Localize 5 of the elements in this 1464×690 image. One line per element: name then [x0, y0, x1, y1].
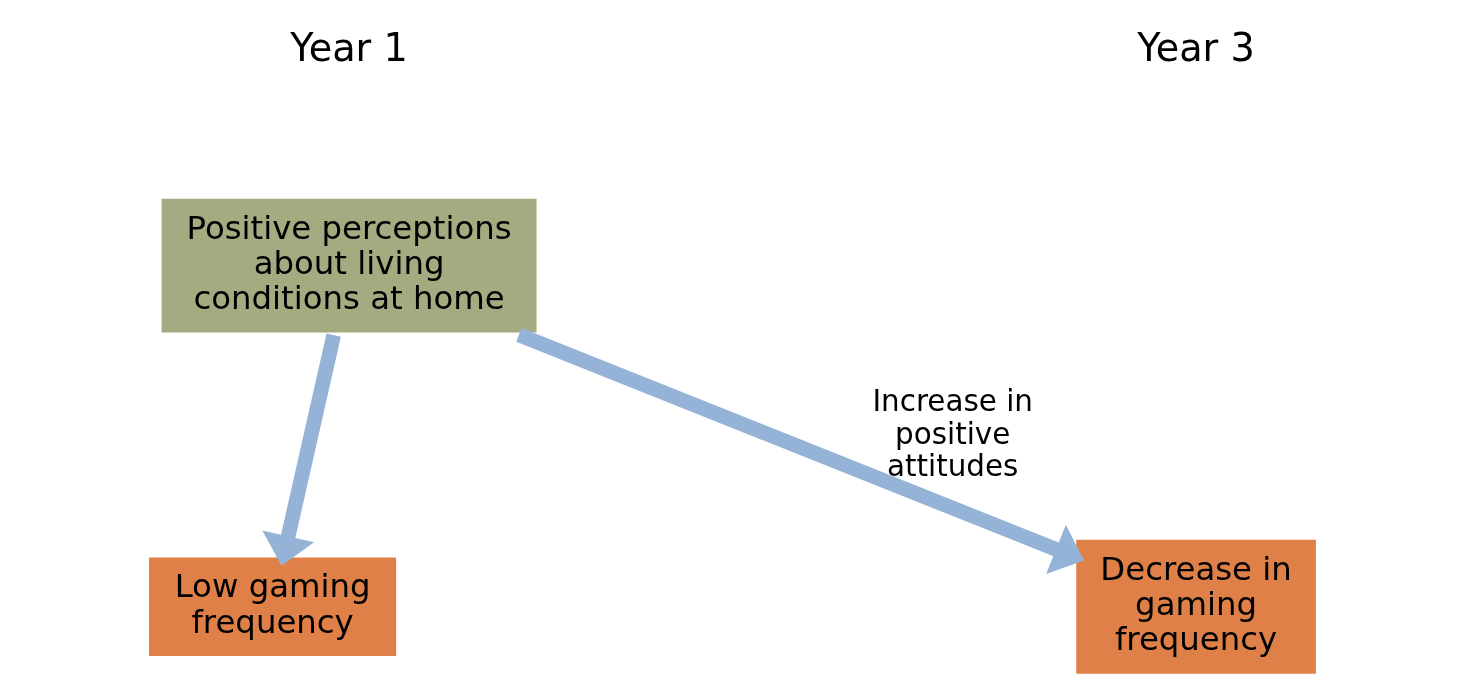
arrow: [261, 333, 341, 566]
label: Year 3: [1136, 25, 1255, 70]
arrow: [515, 328, 1084, 574]
edge-label: Increase in positive attitudes: [871, 384, 1033, 483]
label: Year 1: [289, 25, 408, 70]
